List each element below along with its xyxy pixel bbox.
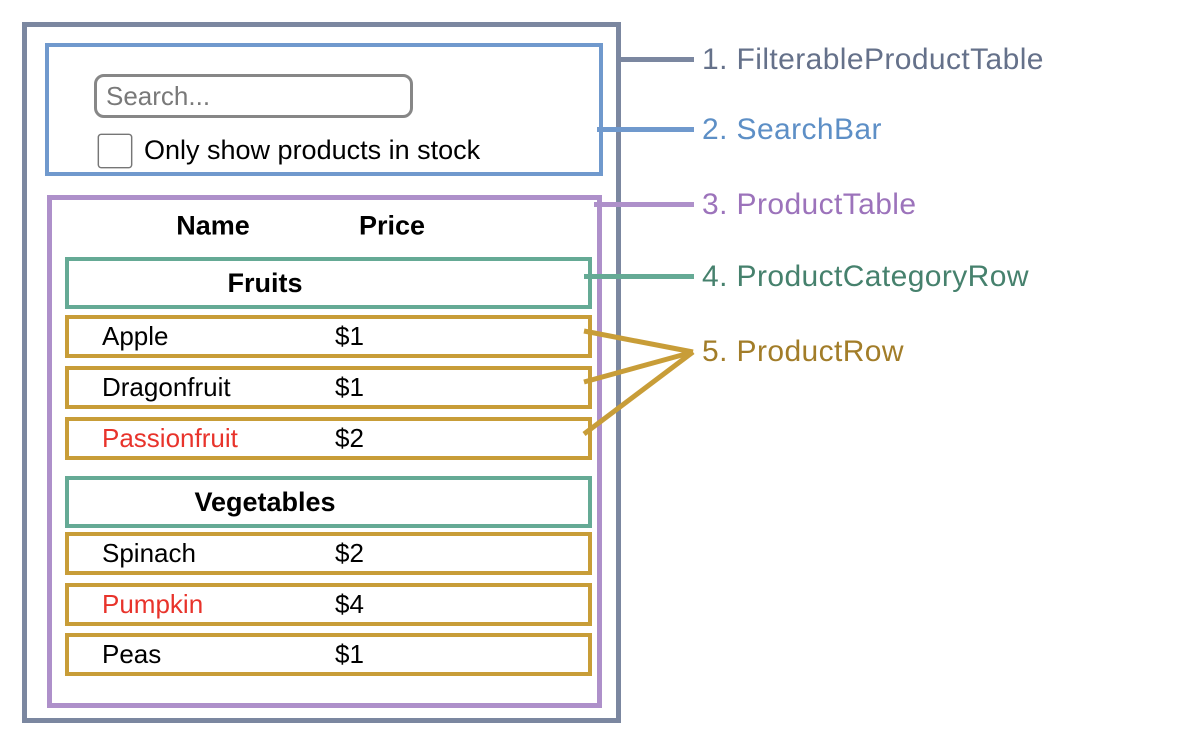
product-row: Apple $1 — [65, 315, 592, 358]
legend-item-product-table: 3. ProductTable — [702, 188, 917, 221]
product-price: $1 — [335, 372, 364, 402]
product-price: $2 — [335, 538, 364, 568]
product-table-box: Name Price Fruits Apple $1 Dragonfruit $… — [47, 195, 602, 708]
price-column-header: Price — [358, 210, 426, 241]
legend-item-product-category-row: 4. ProductCategoryRow — [702, 260, 1029, 293]
filterable-product-table-box: Only show products in stock Name Price F… — [22, 22, 621, 723]
product-price: $4 — [335, 589, 364, 619]
product-price: $1 — [335, 321, 364, 351]
connector-product-rows-fan — [582, 328, 695, 436]
product-name: Apple — [102, 321, 169, 351]
product-row: Peas $1 — [65, 633, 592, 676]
product-name: Dragonfruit — [102, 372, 231, 402]
category-row-fruits: Fruits — [65, 257, 592, 309]
category-label: Vegetables — [194, 486, 336, 517]
legend-item-filterable-product-table: 1. FilterableProductTable — [702, 43, 1044, 76]
connector-filterable-product-table — [620, 57, 694, 62]
product-price: $1 — [335, 639, 364, 669]
product-name: Passionfruit — [102, 423, 238, 453]
category-row-vegetables: Vegetables — [65, 476, 592, 528]
connector-product-table — [594, 202, 694, 207]
product-name: Pumpkin — [102, 589, 204, 619]
in-stock-checkbox[interactable] — [97, 133, 133, 168]
product-row: Dragonfruit $1 — [65, 366, 592, 409]
connector-product-category-row — [584, 274, 694, 279]
product-name: Peas — [102, 639, 162, 669]
in-stock-row: Only show products in stock — [97, 133, 481, 168]
search-input[interactable] — [94, 74, 413, 118]
category-label: Fruits — [227, 267, 303, 298]
product-price: $2 — [335, 423, 364, 453]
search-bar-box: Only show products in stock — [45, 43, 603, 176]
product-row: Passionfruit $2 — [65, 417, 592, 460]
in-stock-label: Only show products in stock — [144, 135, 481, 165]
connector-search-bar — [597, 127, 694, 132]
legend-item-product-row: 5. ProductRow — [702, 335, 904, 368]
product-row: Pumpkin $4 — [65, 583, 592, 626]
name-column-header: Name — [176, 210, 250, 241]
product-row: Spinach $2 — [65, 532, 592, 575]
product-name: Spinach — [102, 538, 196, 568]
legend-item-search-bar: 2. SearchBar — [702, 113, 882, 146]
